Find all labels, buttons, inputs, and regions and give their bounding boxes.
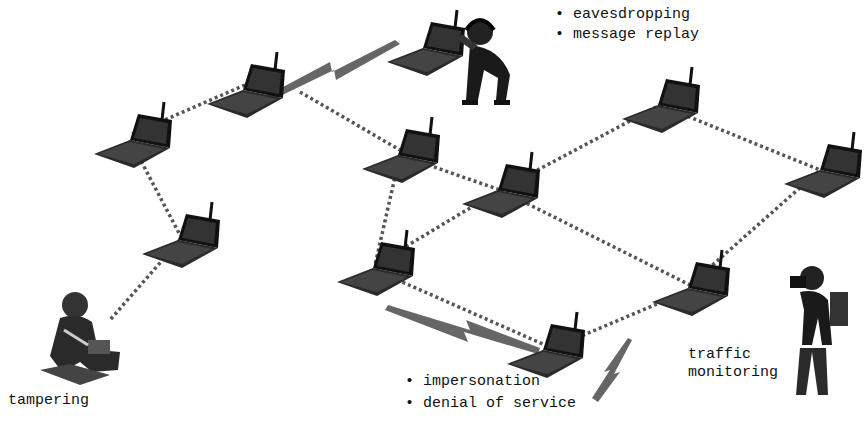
threat-label: • message replay <box>555 26 755 44</box>
threat-label: • denial of service <box>405 395 605 413</box>
tamperer-figure <box>40 292 120 385</box>
eavesdropper-figure <box>458 19 510 105</box>
threat-label: traffic monitoring <box>688 346 788 382</box>
monitor-figure <box>790 266 848 395</box>
threat-label: • eavesdropping <box>555 6 755 24</box>
dotted-links <box>110 85 820 345</box>
threat-label: • impersonation <box>405 373 605 391</box>
laptops <box>94 10 862 378</box>
wireless-bolts <box>268 40 632 402</box>
threat-label: tampering <box>8 392 128 410</box>
